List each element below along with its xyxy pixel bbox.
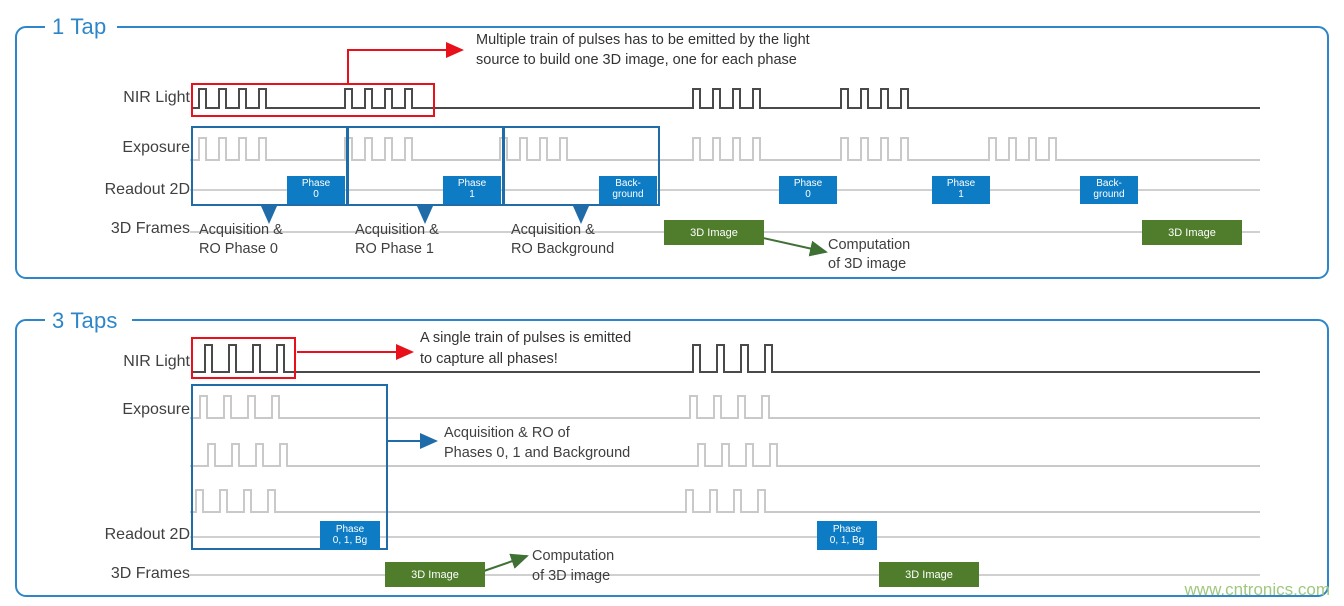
row-label-readout-2d-3taps: Readout 2D (104, 526, 190, 543)
row-label-exposure-3taps: Exposure (122, 401, 190, 418)
nir-light-trace-1tap (193, 88, 1260, 109)
frame-3d-image-1tap-a: 3D Image (664, 220, 764, 245)
acquisition-caption-1-line1: Acquisition & (355, 222, 439, 238)
badge-line-1: Phase (457, 178, 487, 190)
badge-line-2: 0 (805, 189, 811, 200)
readout-badge-background-right: Back- ground (1080, 176, 1138, 204)
readout-badge-phase-1-boxed: Phase 1 (443, 176, 501, 204)
panel-one-tap-border (15, 26, 1329, 279)
readout-badge-phase-0-boxed: Phase 0 (287, 176, 345, 204)
badge-line-2: 1 (469, 189, 475, 200)
watermark: www.cntronics.com (1184, 580, 1330, 599)
nir-highlight-rect-1tap (191, 83, 435, 117)
badge-line-1: Back- (615, 178, 641, 190)
readout-badge-phase-1-right: Phase 1 (932, 176, 990, 204)
acquisition-caption-0-line1: Acquisition & (199, 222, 283, 238)
row-label-3d-frames-3taps: 3D Frames (110, 565, 190, 582)
exposure-trace-1tap (190, 137, 1260, 161)
readout-badge-3taps-a: Phase 0, 1, Bg (320, 521, 380, 550)
row-label-exposure-1tap: Exposure (122, 139, 190, 156)
readout-badge-3taps-b: Phase 0, 1, Bg (817, 521, 877, 550)
badge-line-2: ground (1093, 189, 1125, 200)
acquisition-caption-1-line2: RO Phase 1 (355, 241, 434, 257)
row-label-readout-2d-1tap: Readout 2D (104, 181, 190, 198)
computation-note-1tap-line2: of 3D image (828, 256, 907, 272)
badge-line-1: Phase (832, 523, 862, 535)
readout-badge-background-boxed: Back- ground (599, 176, 657, 204)
acquisition-down-arrows-1tap (261, 206, 589, 224)
panel-three-taps-border (15, 319, 1329, 597)
exposure-trace-3taps (190, 395, 1260, 513)
computation-arrow-1tap (753, 235, 828, 257)
readout-badge-phase-0-right: Phase 0 (779, 176, 837, 204)
acquisition-box-3taps (191, 384, 388, 550)
acquisition-caption-2-line1: Acquisition & (511, 222, 595, 238)
badge-line-2: 1 (958, 189, 964, 200)
computation-note-3taps-line2: of 3D image (532, 568, 611, 584)
frame-3d-image-3taps-b: 3D Image (879, 562, 979, 587)
frame-3d-image-3taps-a: 3D Image (385, 562, 485, 587)
badge-line-1: Phase (335, 523, 365, 535)
callout-text-3taps-line1: A single train of pulses is emitted (420, 330, 632, 346)
badge-line-2: 0, 1, Bg (332, 534, 368, 546)
acquisition-box-group-1tap (191, 126, 660, 206)
acquisition-caption-0-line2: RO Phase 0 (199, 241, 278, 257)
computation-note-1tap-line1: Computation (828, 237, 911, 253)
badge-line-2: 0 (313, 189, 319, 200)
panel-title-one-tap: 1 Tap (52, 14, 107, 39)
row-label-nir-light-3taps: NIR Light (123, 353, 190, 370)
badge-line-2: 0, 1, Bg (829, 534, 865, 546)
callout-text-1tap-line2: source to build one 3D image, one for ea… (476, 52, 797, 68)
computation-note-3taps-line1: Computation (532, 548, 615, 564)
row-label-nir-light-1tap: NIR Light (123, 89, 190, 106)
badge-line-1: Phase (793, 178, 823, 190)
frame-3d-image-1tap-b: 3D Image (1142, 220, 1242, 245)
nir-highlight-rect-3taps (191, 337, 296, 379)
badge-line-1: Back- (1096, 178, 1122, 190)
acquisition-caption-2-line2: RO Background (511, 241, 615, 257)
badge-line-1: Phase (301, 178, 331, 190)
acquisition-note-3taps-line1: Acquisition & RO of (444, 425, 570, 441)
nir-light-trace-3taps (193, 344, 1260, 373)
row-label-3d-frames-1tap: 3D Frames (110, 220, 190, 237)
panel-title-three-taps: 3 Taps (52, 308, 118, 333)
acquisition-box-background (503, 126, 660, 206)
computation-arrow-3taps (480, 553, 529, 573)
callout-text-3taps-line2: to capture all phases! (420, 351, 558, 367)
acquisition-note-3taps-line2: Phases 0, 1 and Background (444, 445, 631, 461)
badge-line-1: Phase (946, 178, 976, 190)
badge-line-2: ground (612, 189, 644, 200)
nir-callout-arrow-1tap (347, 42, 464, 84)
callout-text-1tap-line1: Multiple train of pulses has to be emitt… (476, 32, 810, 48)
